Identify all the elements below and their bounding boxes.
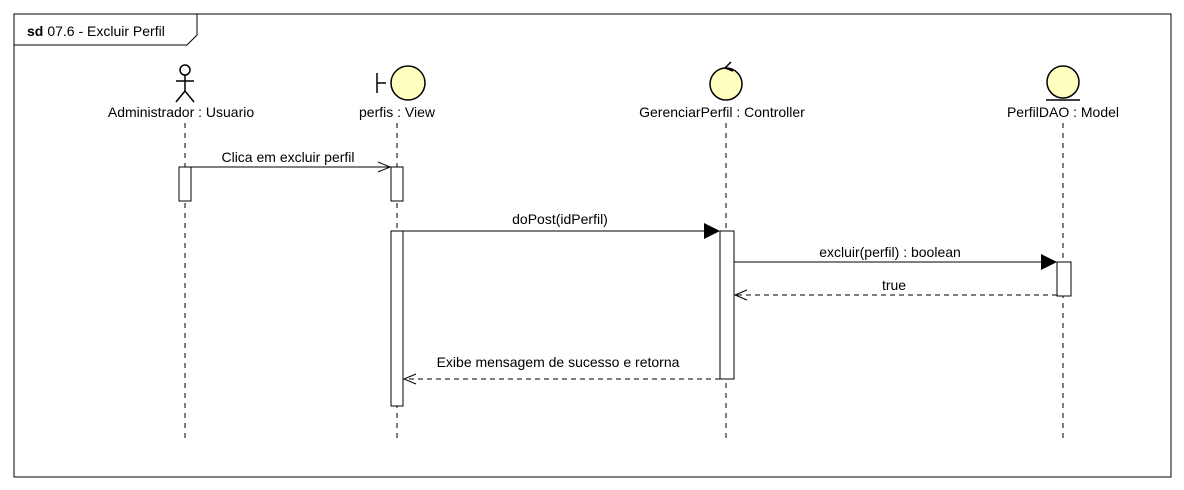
activation-bars [178,166,1072,407]
lifeline-view[interactable]: perfis : View [359,65,436,120]
message-3-label: excluir(perfil) : boolean [819,244,961,260]
message-5-label: Exibe mensagem de sucesso e retorna [437,354,680,370]
lifeline-controller-label: GerenciarPerfil : Controller [639,104,805,120]
lifeline-admin[interactable]: Administrador : Usuario [108,64,254,120]
frame-title: 07.6 - Excluir Perfil [47,23,164,39]
activation-controller [719,230,735,380]
activation-model [1056,261,1072,297]
message-1-label: Clica em excluir perfil [221,149,354,165]
activation-view-2 [390,230,404,407]
boundary-icon [376,65,426,101]
frame-keyword: sd [27,23,43,39]
message-2-label: doPost(idPerfil) [512,211,608,227]
lifeline-lines [184,123,1064,438]
lifeline-view-label: perfis : View [359,104,436,120]
lifeline-model[interactable]: PerfilDAO : Model [1007,65,1119,120]
message-1[interactable]: Clica em excluir perfil [191,149,390,167]
entity-icon [1046,65,1080,101]
message-2[interactable]: doPost(idPerfil) [403,211,720,239]
lifeline-admin-label: Administrador : Usuario [108,104,254,120]
lifeline-controller[interactable]: GerenciarPerfil : Controller [639,61,805,120]
message-4-label: true [882,277,906,293]
message-3[interactable]: excluir(perfil) : boolean [734,244,1057,270]
actor-icon [175,64,195,103]
activation-admin [178,166,192,202]
activation-view-1 [390,166,404,202]
control-icon [709,61,743,101]
message-4[interactable]: true [735,277,1057,295]
lifeline-model-label: PerfilDAO : Model [1007,104,1119,120]
message-5[interactable]: Exibe mensagem de sucesso e retorna [404,354,720,379]
